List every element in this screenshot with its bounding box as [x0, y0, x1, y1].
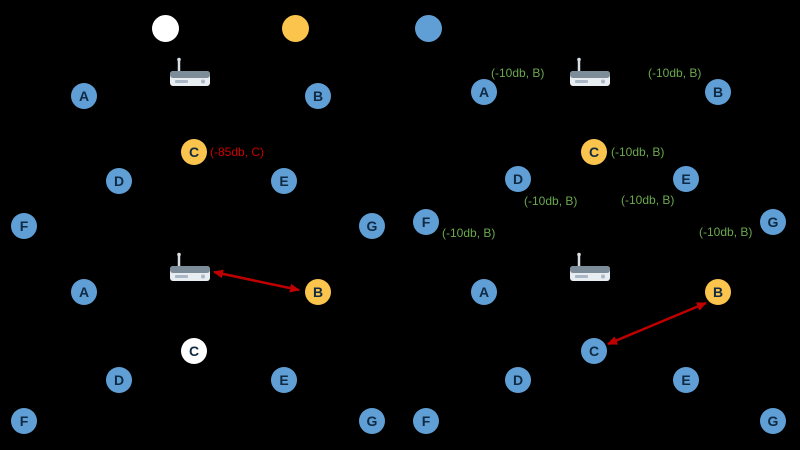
node-B: B [705, 79, 731, 105]
node-C: C [581, 338, 607, 364]
node-G: G [760, 209, 786, 235]
node-C: C [181, 338, 207, 364]
signal-annotation: (-85db, C) [210, 145, 265, 159]
node-D: D [106, 367, 132, 393]
signal-annotation: (-10db, B) [611, 145, 665, 159]
node-D: D [505, 367, 531, 393]
node-B: B [305, 279, 331, 305]
node-B: B [705, 279, 731, 305]
signal-annotation: (-10db, B) [648, 66, 702, 80]
node-F: F [11, 213, 37, 239]
wifi-router-icon [570, 57, 610, 86]
router-icon [167, 57, 213, 91]
signal-annotation: (-10db, B) [442, 226, 496, 240]
signal-annotation: (-10db, B) [491, 66, 545, 80]
signal-annotation: (-10db, B) [621, 193, 675, 207]
signal-annotation: (-10db, B) [524, 194, 578, 208]
node-F: F [11, 408, 37, 434]
node-E: E [271, 168, 297, 194]
node-A: A [71, 279, 97, 305]
node-C: C [581, 139, 607, 165]
link-arrow [213, 269, 300, 293]
node-A: A [71, 83, 97, 109]
router-icon [167, 252, 213, 286]
node-E: E [673, 166, 699, 192]
router-icon [567, 252, 613, 286]
node-A: A [471, 279, 497, 305]
legend-node-yellow [281, 14, 309, 42]
link-arrow [607, 301, 707, 346]
node-D: D [106, 168, 132, 194]
legend-node-white [151, 14, 179, 42]
node-G: G [359, 213, 385, 239]
node-C: C [181, 139, 207, 165]
legend-node-blue [414, 14, 442, 42]
node-F: F [413, 408, 439, 434]
router-icon [567, 57, 613, 91]
wifi-router-icon [170, 252, 210, 281]
node-A: A [471, 79, 497, 105]
node-G: G [760, 408, 786, 434]
node-G: G [359, 408, 385, 434]
wifi-router-icon [570, 252, 610, 281]
signal-annotation: (-10db, B) [699, 225, 753, 239]
node-E: E [271, 367, 297, 393]
node-B: B [305, 83, 331, 109]
wifi-router-icon [170, 57, 210, 86]
node-F: F [413, 209, 439, 235]
node-D: D [505, 166, 531, 192]
node-E: E [673, 367, 699, 393]
